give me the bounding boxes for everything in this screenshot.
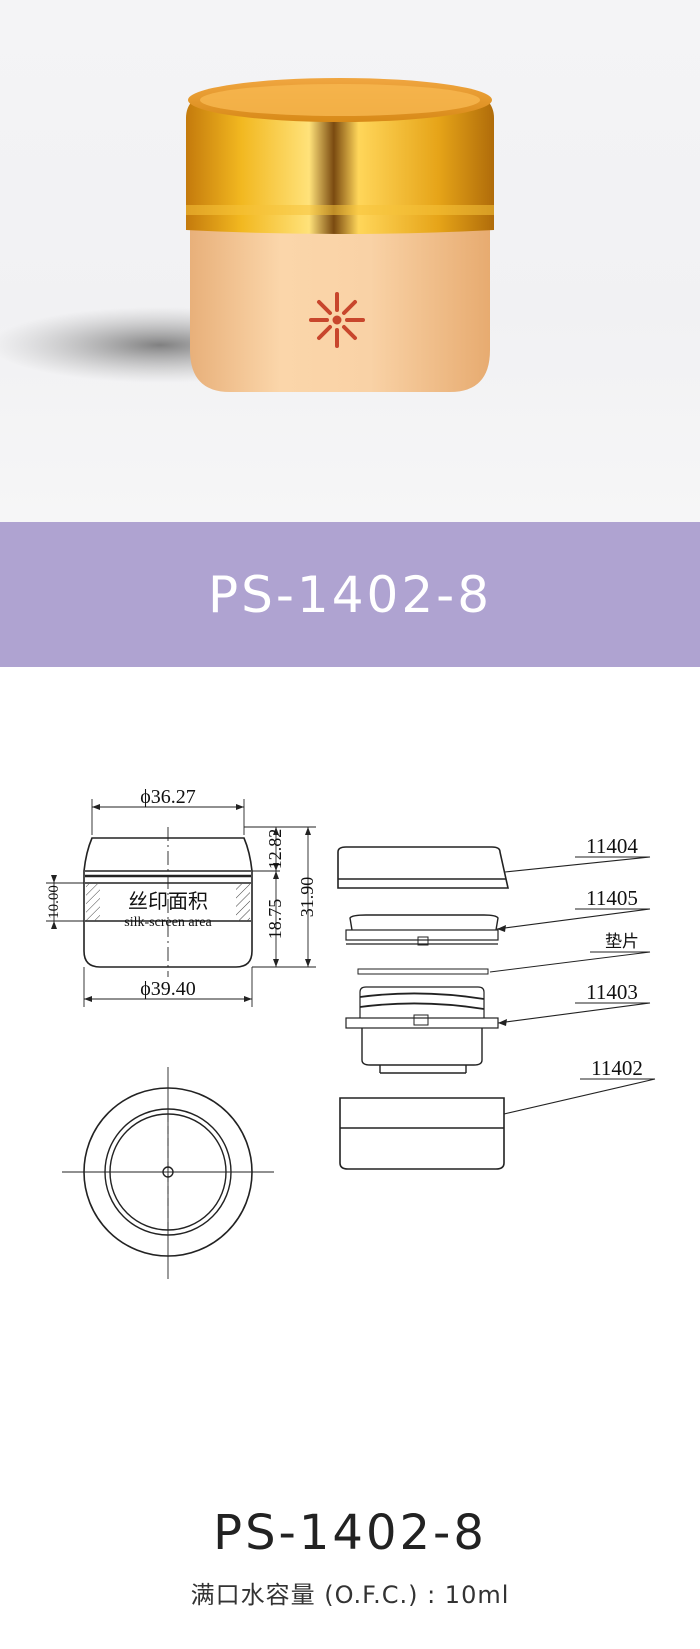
product-photo (0, 0, 700, 522)
dim-total-height: 31.90 (297, 877, 317, 918)
cap-band (186, 205, 494, 215)
dim-print-height: 10.00 (46, 885, 62, 919)
cap-top (200, 84, 480, 116)
dim-bottom-value: ϕ39.40 (140, 978, 196, 1000)
side-elevation: 丝印面积 silk-screen area (83, 827, 253, 977)
silk-label-cn: 丝印面积 (128, 890, 208, 913)
banner-title: PS-1402-8 (207, 565, 493, 624)
top-view (62, 1067, 274, 1279)
part-label-11404: 11404 (586, 834, 638, 858)
dim-top-diameter: ϕ36.27 (91, 786, 245, 835)
footer-model: PS-1402-8 (213, 1505, 487, 1561)
technical-drawing: 丝印面积 silk-screen area ϕ36.27 ϕ39.40 (0, 667, 700, 1487)
jar-cap (186, 90, 494, 234)
exploded-view (337, 846, 509, 1170)
dim-body-height: 18.75 (265, 899, 285, 940)
jar-illustration (0, 78, 494, 392)
capacity-label: 满口水容量 (O.F.C.) : 10ml (190, 1581, 510, 1609)
part-label-gasket: 垫片 (605, 932, 639, 951)
flower-icon (309, 292, 365, 348)
jar-body (190, 225, 490, 392)
part-label-11402: 11402 (591, 1056, 643, 1080)
dim-vertical (46, 826, 316, 968)
leader-lines (489, 856, 656, 1115)
dim-bottom-diameter: ϕ39.40 (83, 967, 253, 1007)
part-label-11405: 11405 (586, 886, 638, 910)
dim-cap-height: 12.82 (265, 829, 285, 870)
title-banner: PS-1402-8 (0, 522, 700, 667)
footer: PS-1402-8 满口水容量 (O.F.C.) : 10ml (0, 1487, 700, 1649)
part-label-11403: 11403 (586, 980, 638, 1004)
silk-label-en: silk-screen area (124, 915, 212, 930)
dim-top-value: ϕ36.27 (140, 786, 196, 808)
